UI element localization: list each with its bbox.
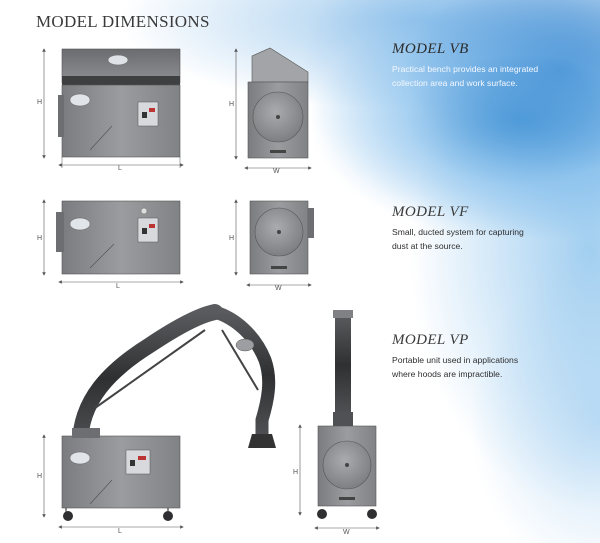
logo-icon [107, 54, 129, 66]
dim-label-h: H [229, 235, 234, 242]
control-panel-icon [137, 217, 159, 243]
model-vb-side-view: H W [229, 47, 312, 175]
logo-icon [69, 451, 91, 465]
model-vb-description: Practical bench provides an integrated c… [392, 62, 582, 90]
dim-label-w: W [275, 285, 282, 292]
model-vf-desc-line-1: Small, ducted system for capturing [392, 227, 524, 237]
model-vb-title: MODEL VB [392, 41, 469, 57]
dim-label-h: H [37, 99, 42, 106]
model-vf-side-view: H W [229, 199, 314, 292]
dim-label-l: L [118, 165, 122, 172]
model-vp-front-view: H L [37, 304, 276, 535]
logo-icon [69, 217, 91, 231]
wheel-icon [63, 511, 73, 521]
model-vb-desc-line-1: Practical bench provides an integrated [392, 64, 539, 74]
model-vf-desc-line-2: dust at the source. [392, 241, 463, 251]
wheel-icon [367, 509, 377, 519]
wheel-icon [317, 509, 327, 519]
dim-label-h: H [37, 473, 42, 480]
dim-label-h: H [229, 101, 234, 108]
model-vp-title: MODEL VP [392, 332, 469, 348]
logo-icon [69, 93, 91, 107]
model-vp-description: Portable unit used in applications where… [392, 353, 582, 381]
wheel-icon [163, 511, 173, 521]
dim-label-h: H [37, 235, 42, 242]
model-vf-description: Small, ducted system for capturing dust … [392, 225, 582, 253]
model-vb-front-view: H L [37, 48, 184, 172]
model-vp-desc-line-1: Portable unit used in applications [392, 355, 519, 365]
dim-label-l: L [118, 528, 122, 535]
model-vf-title: MODEL VF [392, 204, 469, 220]
model-vb-desc-line-2: collection area and work surface. [392, 78, 518, 88]
control-panel-icon [137, 101, 159, 127]
dim-label-w: W [273, 168, 280, 175]
dim-label-l: L [116, 283, 120, 290]
dim-label-h: H [293, 469, 298, 476]
dim-label-w: W [343, 529, 350, 536]
control-panel-icon [125, 449, 151, 475]
page-heading: MODEL DIMENSIONS [36, 12, 210, 31]
model-vp-desc-line-2: where hoods are impractible. [392, 369, 503, 379]
model-vf-front-view: H L [37, 199, 184, 290]
model-vp-side-view: H W [293, 310, 380, 536]
